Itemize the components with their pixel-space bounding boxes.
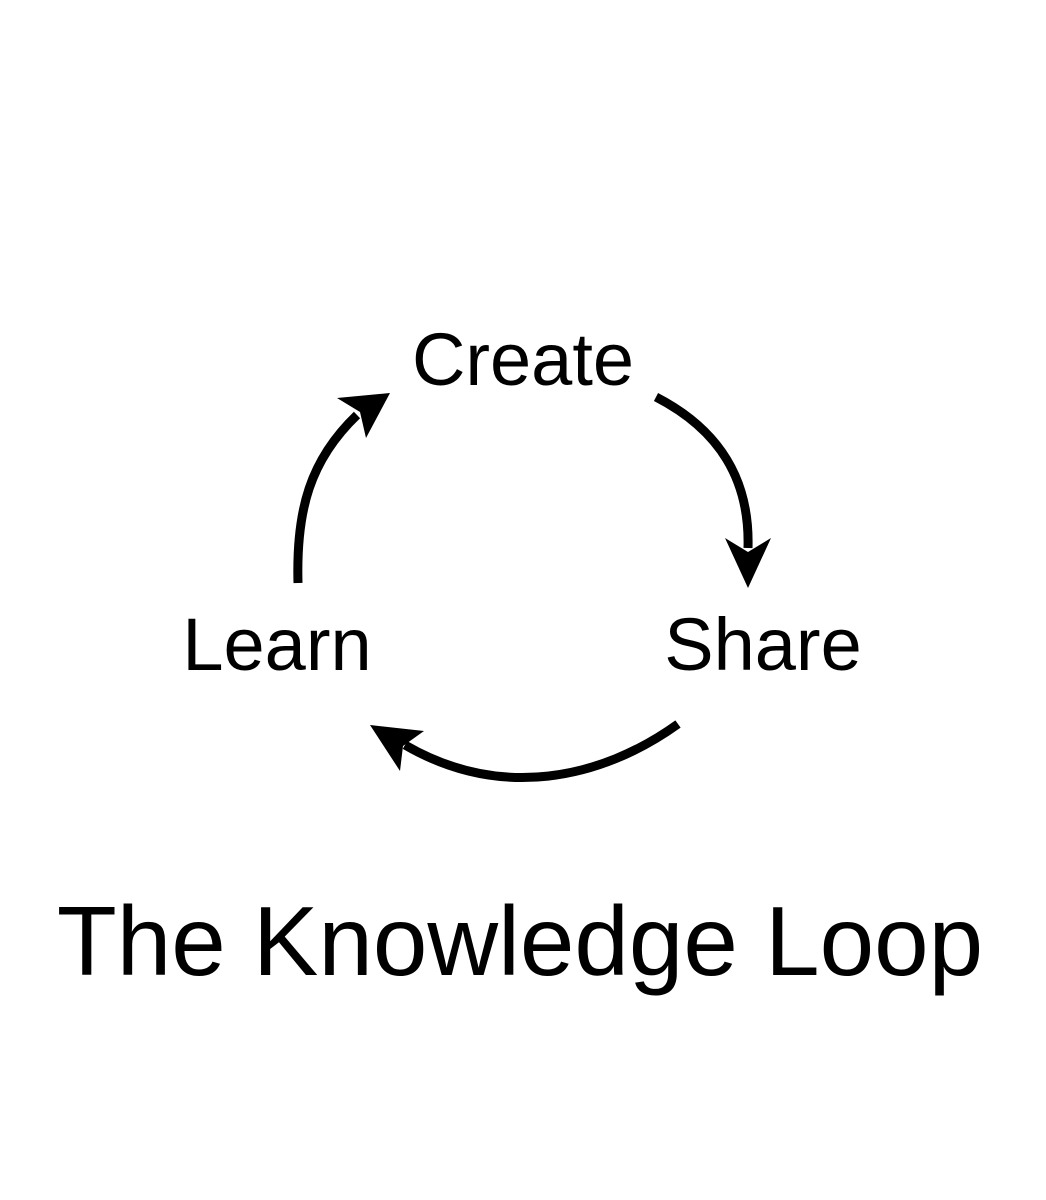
edge-create-to-share-arrowhead <box>725 538 771 588</box>
edge-share-to-learn-line <box>402 720 681 782</box>
edge-create-to-share-line <box>653 393 753 549</box>
node-learn-label: Learn <box>182 603 371 686</box>
node-share-label: Share <box>664 603 861 686</box>
node-create-label: Create <box>412 318 634 401</box>
diagram-caption: The Knowledge Loop <box>57 886 983 996</box>
edge-learn-to-create-arrowhead <box>337 393 390 438</box>
edge-learn-to-create-line <box>293 411 361 584</box>
edge-share-to-learn-arrowhead <box>370 725 424 771</box>
edge-learn-to-create <box>293 393 390 584</box>
edge-create-to-share <box>653 393 771 588</box>
edge-share-to-learn <box>370 720 681 782</box>
